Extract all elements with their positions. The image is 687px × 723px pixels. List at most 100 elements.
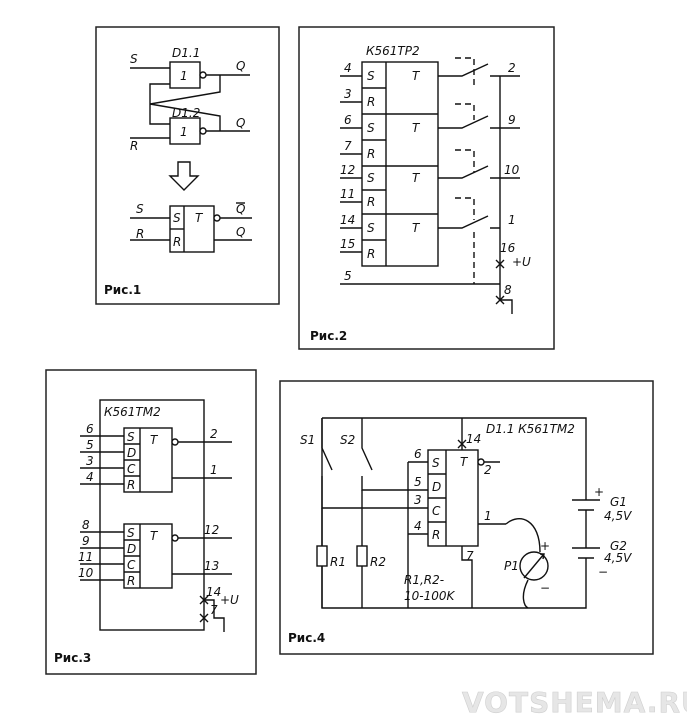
- figure-3-caption: Рис.3: [54, 651, 91, 665]
- svg-text:C: C: [127, 462, 136, 476]
- fig4-batt1-label: G1: [610, 495, 627, 509]
- fig4-batt1-voltage: 4,5V: [604, 509, 632, 523]
- svg-text:5: 5: [86, 438, 94, 452]
- fig4-batt2-label: G2: [610, 539, 627, 553]
- watermark-logo: VOTSHEMA.RU: [462, 686, 687, 719]
- svg-text:4: 4: [86, 470, 94, 484]
- meter-needle-icon: [523, 553, 545, 579]
- svg-text:11: 11: [340, 187, 355, 201]
- figure-2: К561ТР2 S R T S R T S R T S R T 4 3 6 7 …: [298, 26, 555, 350]
- svg-text:2: 2: [210, 427, 218, 441]
- gate-d1-2: [169, 117, 201, 145]
- fig4-resistor-note1: R1,R2-: [404, 573, 444, 587]
- svg-text:7: 7: [344, 139, 352, 153]
- fig1-block-input-r: R: [136, 227, 144, 241]
- fig4-batt2-voltage: 4,5V: [604, 551, 632, 565]
- fig1-output-q1: Q: [236, 59, 245, 73]
- fig1-output-q2: Q: [236, 116, 245, 130]
- gate-d1-1-symbol: 1: [180, 69, 188, 83]
- figure-3: К561ТМ2 S D C R T S D C R T 6 5 3 4 8 9: [45, 369, 257, 675]
- svg-text:12: 12: [340, 163, 355, 177]
- svg-text:10: 10: [504, 163, 520, 177]
- figure-1: D1.1 1 D1.2 1 S R Q Q S R T S R Q Q Рис.…: [95, 26, 280, 305]
- fig2-supply: +U: [512, 255, 531, 269]
- svg-text:9: 9: [508, 113, 516, 127]
- svg-text:R: R: [127, 574, 135, 588]
- fig2-left-pin-wires: [340, 75, 500, 285]
- fig3-input-wires: [80, 435, 124, 581]
- svg-text:6: 6: [344, 113, 352, 127]
- svg-text:12: 12: [204, 523, 219, 537]
- svg-text:4: 4: [414, 519, 422, 533]
- svg-text:11: 11: [78, 550, 93, 564]
- svg-text:5: 5: [344, 269, 352, 283]
- fig1-input-r: R: [130, 139, 138, 153]
- fig3-left-pins: 6 5 3 4 8 9 11 10: [78, 422, 94, 580]
- fig4-switch-s2: S2: [340, 433, 355, 447]
- fig4-r1-label: R1: [330, 555, 346, 569]
- svg-text:S: S: [127, 526, 135, 540]
- fig2-bus: [499, 76, 513, 314]
- fig2-switches: [438, 63, 520, 229]
- fig4-chip-wires: [407, 418, 473, 608]
- svg-text:3: 3: [344, 87, 352, 101]
- figure-1-caption: Рис.1: [104, 283, 141, 297]
- fig2-right-pins: 2 9 10 1 16 8: [500, 61, 520, 297]
- fig3-supply: +U: [220, 593, 239, 607]
- fig2-cell2-s: S: [367, 121, 375, 135]
- svg-text:14: 14: [466, 432, 481, 446]
- fig1-block-r: R: [173, 235, 181, 249]
- svg-text:6: 6: [414, 447, 422, 461]
- svg-text:D: D: [432, 480, 441, 494]
- svg-text:3: 3: [414, 493, 422, 507]
- svg-text:R: R: [432, 528, 440, 542]
- svg-text:6: 6: [86, 422, 94, 436]
- svg-text:7: 7: [466, 549, 474, 563]
- figure-4-caption: Рис.4: [288, 631, 325, 645]
- fig3-right-pins: 2 1 12 13 14 7: [204, 427, 221, 617]
- fig4-batt2-minus: −: [598, 565, 608, 579]
- gate-d1-2-symbol: 1: [180, 125, 188, 139]
- fig2-cell1-t: T: [412, 69, 421, 83]
- fig4-switch-s1: S1: [300, 433, 315, 447]
- svg-text:T: T: [150, 529, 159, 543]
- gate-d1-1: [169, 61, 201, 89]
- fig1-input-s: S: [130, 52, 138, 66]
- down-arrow-icon: [168, 161, 200, 191]
- fig4-meter-minus: −: [540, 581, 550, 595]
- svg-text:D: D: [127, 542, 136, 556]
- svg-text:16: 16: [500, 241, 516, 255]
- svg-text:2: 2: [484, 463, 492, 477]
- fig3-cell-labels: S D C R T S D C R T: [127, 430, 159, 588]
- svg-text:S: S: [432, 456, 440, 470]
- fig1-block-output-q: Q: [236, 225, 245, 239]
- fig4-right-pins: 14 2 1 7: [466, 432, 492, 563]
- svg-text:15: 15: [340, 237, 355, 251]
- fig4-chip-label: D1.1 К561ТМ2: [486, 422, 575, 436]
- fig1-block-inverter-bubble: [213, 214, 221, 222]
- fig2-cell4-s: S: [367, 221, 375, 235]
- fig1-block-output-qbar: Q: [236, 202, 245, 216]
- fig2-cell1-s: S: [367, 69, 375, 83]
- svg-text:1: 1: [484, 509, 492, 523]
- fig2-cell4-t: T: [412, 221, 421, 235]
- svg-text:14: 14: [340, 213, 355, 227]
- fig1-block-s: S: [173, 211, 181, 225]
- fig4-left-pins: 6 5 3 4: [414, 447, 422, 533]
- gate-d1-2-inverter-bubble: [199, 127, 207, 135]
- fig4-resistor-note2: 10-100K: [404, 589, 456, 603]
- svg-text:9: 9: [82, 534, 90, 548]
- svg-text:1: 1: [508, 213, 516, 227]
- svg-text:T: T: [150, 433, 159, 447]
- svg-text:8: 8: [82, 518, 90, 532]
- fig1-io-wires: [130, 67, 250, 139]
- svg-text:5: 5: [414, 475, 422, 489]
- fig4-meter-plus: +: [540, 539, 550, 553]
- fig4-r2-label: R2: [370, 555, 386, 569]
- gate-d1-1-label: D1.1: [172, 46, 200, 60]
- gate-d1-1-inverter-bubble: [199, 71, 207, 79]
- fig2-cells: S R T S R T S R T S R T: [367, 69, 421, 261]
- svg-text:S: S: [127, 430, 135, 444]
- svg-text:C: C: [432, 504, 441, 518]
